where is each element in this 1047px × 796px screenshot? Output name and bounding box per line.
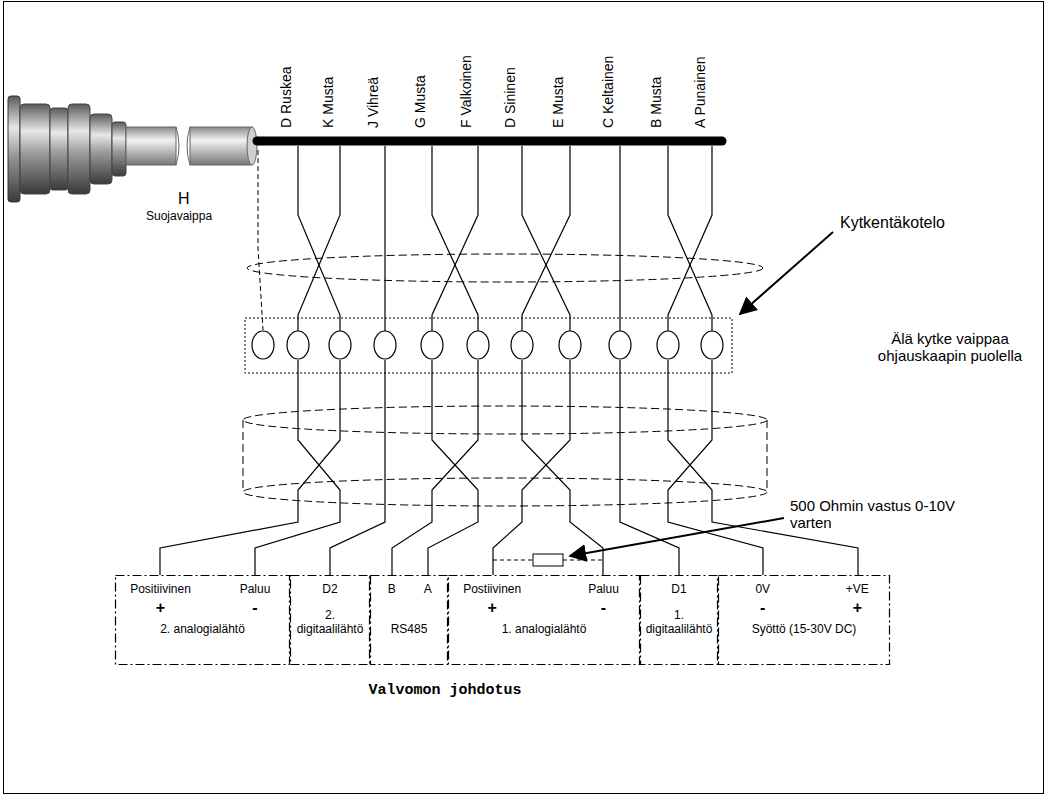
- wire: [522, 146, 570, 331]
- terminal-label: Syöttö (15-30V DC): [721, 623, 887, 637]
- terminal-label: -: [559, 599, 649, 617]
- cable: [126, 127, 257, 165]
- terminal: [467, 331, 489, 359]
- wire: [298, 146, 340, 331]
- wire: [619, 146, 620, 331]
- wire-label: A Punainen: [692, 56, 708, 128]
- terminal-label: Positiivinen: [116, 583, 206, 597]
- terminal-label: -: [210, 599, 300, 617]
- terminal-label: 2. digitaalilähtö: [293, 609, 367, 637]
- wire: [298, 146, 340, 331]
- note-label: Suojavaippa: [146, 210, 212, 224]
- junction-box: [245, 318, 732, 373]
- connector-plug: [8, 96, 126, 202]
- wire: [493, 360, 570, 575]
- terminal-label: -: [718, 599, 808, 617]
- wire: [522, 360, 603, 575]
- terminal-label: +VE: [812, 583, 902, 597]
- frame: [4, 2, 1044, 794]
- terminal: [701, 331, 723, 359]
- block-outline: [370, 575, 448, 665]
- note-label: Älä kytke vaippaa ohjauskaapin puolella: [860, 330, 1040, 365]
- terminal-block: D11. digitaalilähtö: [640, 575, 718, 665]
- terminal-label: Paluu: [559, 583, 649, 597]
- terminal-block: PostiivinenPaluu+-1. analogialähtö: [448, 575, 640, 665]
- terminal-label: 0V: [718, 583, 808, 597]
- terminal-label: Paluu: [210, 583, 300, 597]
- terminal-label: +: [116, 599, 206, 617]
- leader-arrow: [740, 232, 833, 314]
- terminal-label: B: [347, 583, 437, 597]
- terminal-label: 1. digitaalilähtö: [643, 609, 715, 637]
- terminal: [421, 331, 443, 359]
- note-label: 500 Ohmin vastus 0-10V varten: [790, 497, 968, 532]
- wire: [255, 360, 340, 575]
- terminal-block: D22. digitaalilähtö: [290, 575, 370, 665]
- twist-sleeve: [243, 406, 767, 506]
- terminal: [287, 331, 309, 359]
- terminal: [374, 331, 396, 359]
- terminal: [252, 331, 274, 359]
- terminal-label: +: [447, 599, 537, 617]
- terminal: [511, 331, 533, 359]
- terminal-block: BARS485: [370, 575, 448, 665]
- wire: [668, 146, 712, 331]
- terminal-label: D1: [634, 583, 724, 597]
- wire-label: G Musta: [412, 75, 428, 128]
- wire-label: F Valkoinen: [458, 55, 474, 128]
- wire-bundle: [257, 137, 722, 146]
- caption: Valvomon johdotus: [320, 682, 570, 699]
- terminals: [252, 331, 723, 359]
- terminal: [329, 331, 351, 359]
- wire-label: D Sininen: [502, 67, 518, 128]
- terminal-label: +: [812, 599, 902, 617]
- leader-arrow: [570, 518, 784, 556]
- wire: [668, 146, 712, 331]
- note-label: Kytkentäkotelo: [840, 214, 945, 232]
- wires: [160, 146, 858, 575]
- wire-label: K Musta: [320, 77, 336, 128]
- terminal-block: PositiivinenPaluu+-2. analogialähtö: [115, 575, 290, 665]
- wire-label: J Vihreä: [365, 77, 381, 128]
- wire: [432, 146, 478, 331]
- terminal-label: A: [383, 583, 473, 597]
- wire-label: B Musta: [648, 77, 664, 128]
- block-border: [371, 576, 448, 665]
- wire: [392, 360, 478, 575]
- wire: [160, 360, 340, 575]
- wire-label: D Ruskea: [278, 67, 294, 128]
- wire: [668, 360, 763, 575]
- wire: [384, 146, 385, 331]
- terminal: [559, 331, 581, 359]
- wire: [330, 360, 385, 575]
- terminal: [609, 331, 631, 359]
- terminal-block: 0V+VE-+Syöttö (15-30V DC): [718, 575, 890, 665]
- note-label: H: [178, 190, 190, 208]
- terminal: [657, 331, 679, 359]
- wire: [432, 146, 478, 331]
- wire: [668, 360, 858, 575]
- terminal-label: D2: [285, 583, 375, 597]
- terminal-label: Postiivinen: [447, 583, 537, 597]
- terminal-label: RS485: [373, 623, 445, 637]
- wire-label: C Keltainen: [600, 56, 616, 128]
- shield-lead: [258, 150, 263, 330]
- wire: [522, 146, 570, 331]
- terminal-label: 2. analogialähtö: [118, 623, 287, 637]
- wire-label: E Musta: [550, 77, 566, 128]
- resistor-symbol: [493, 554, 603, 566]
- terminal-label: 1. analogialähtö: [451, 623, 637, 637]
